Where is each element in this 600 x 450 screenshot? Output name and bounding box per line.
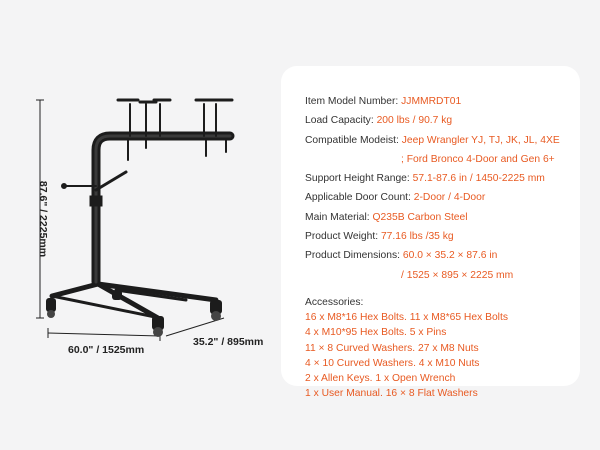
height-dimension-label: 87.6" / 2225mm [37,180,49,258]
height-dimension-line [36,99,44,319]
spec-main-material: Main Material: Q235B Carbon Steel [305,211,468,223]
spec-compatible-models: Compatible Modeist: Jeep Wrangler YJ, TJ… [305,134,560,146]
accessories-title: Accessories: [305,296,364,308]
door-cart-illustration [36,98,235,341]
door-arms [116,98,234,161]
product-image-area: 87.6" / 2225mm 60.0" / 1525mm 35.2" / 89… [0,0,280,450]
accessory-line: 16 x M8*16 Hex Bolts. 11 x M8*65 Hex Bol… [305,311,508,323]
specifications-card: Item Model Number: JJMMRDT01 Load Capaci… [281,66,580,399]
spec-door-count: Applicable Door Count: 2-Door / 4-Door [305,192,486,204]
accessory-line: 11 × 8 Curved Washers. 27 x M8 Nuts [305,342,479,354]
depth-dimension-line [165,317,225,337]
accessory-line: 2 x Allen Keys. 1 x Open Wrench [305,373,456,385]
depth-dimension-label: 35.2" / 895mm [193,336,264,348]
spec-model-number: Item Model Number: JJMMRDT01 [305,96,462,107]
accessory-line: 4 × 10 Curved Washers. 4 x M10 Nuts [305,357,480,369]
base-frame [49,281,219,321]
spec-product-weight: Product Weight: 77.16 lbs /35 kg [305,231,454,243]
spec-product-dimensions-continued: / 1525 × 895 × 2225 mm [401,269,514,281]
width-dimension-label: 60.0" / 1525mm [68,344,145,356]
spec-compatible-models-continued: ; Ford Bronco 4-Door and Gen 6+ [401,153,555,165]
width-dimension-line [47,328,161,341]
spec-product-dimensions: Product Dimensions: 60.0 × 35.2 × 87.6 i… [305,250,498,262]
accessory-line: 1 x User Manual. 16 × 8 Flat Washers [305,388,478,400]
spec-load-capacity: Load Capacity: 200 lbs / 90.7 kg [305,115,453,127]
caster-wheels [46,290,222,337]
main-post [61,131,235,287]
accessory-line: 4 x M10*95 Hex Bolts. 5 x Pins [305,327,447,339]
spec-support-height-range: Support Height Range: 57.1-87.6 in / 145… [305,173,545,185]
